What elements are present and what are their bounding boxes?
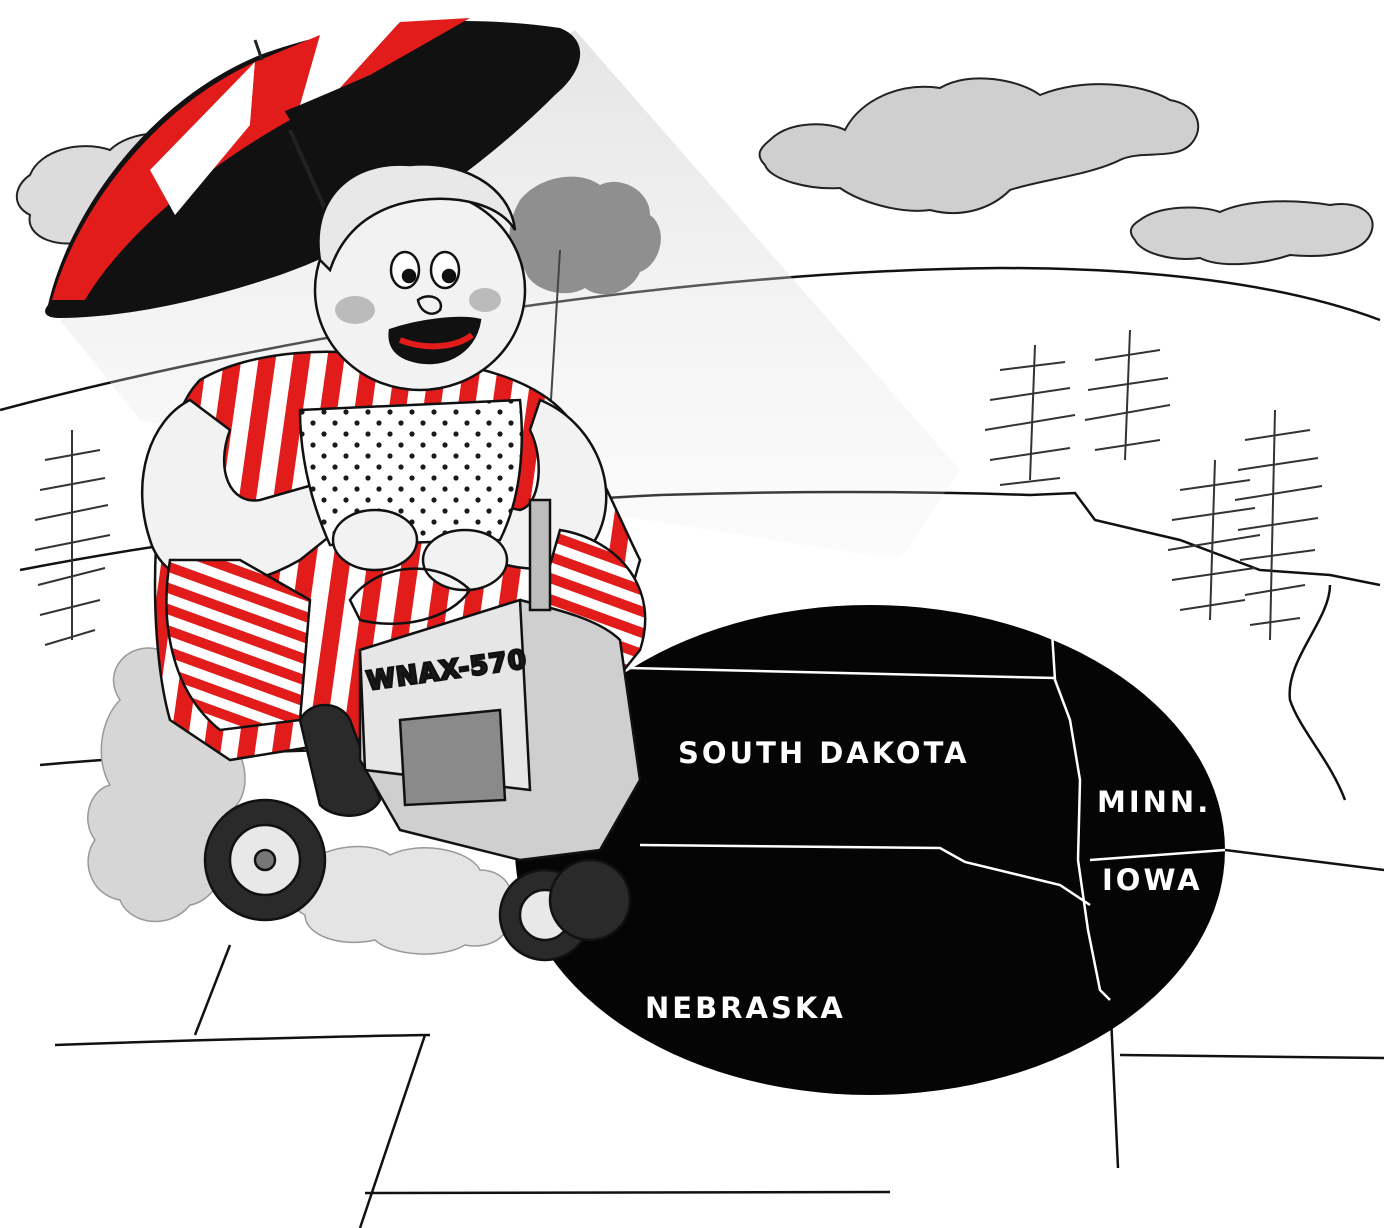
pine-tree-icon (1234, 409, 1323, 641)
left-leg (165, 558, 312, 732)
umbrella (45, 18, 581, 319)
mouth (388, 316, 482, 365)
steering-wheel (348, 567, 472, 625)
tractor: WNAX-570 (203, 498, 642, 962)
pine-trees (34, 329, 1323, 646)
state-label-iowa: IOWA (1102, 863, 1203, 897)
cloud-far-right (1129, 200, 1374, 266)
right-hand (421, 528, 509, 592)
state-labels: NORTH DAKOTA SOUTH DAKOTA MINN. IOWA NEB… (645, 575, 1211, 1025)
tractor-grille (398, 708, 507, 807)
state-label-nebraska: NEBRASKA (645, 991, 846, 1025)
broadcast-region (515, 499, 1226, 1095)
state-label-south-dakota: SOUTH DAKOTA (678, 736, 970, 770)
nose (416, 295, 443, 315)
hair (317, 163, 517, 273)
boot (298, 703, 382, 817)
exhaust-stack (528, 498, 552, 612)
pine-tree-icon (984, 344, 1076, 486)
state-label-minnesota: MINN. (1097, 785, 1211, 819)
pine-tree-icon (34, 430, 111, 646)
exhaust-smoke (509, 176, 661, 295)
cloud-top-right (758, 77, 1200, 214)
pine-tree-icon (1084, 329, 1171, 461)
umbrella-canopy (45, 20, 581, 319)
dust-cloud-front (288, 845, 513, 955)
pine-tree-icon (1167, 459, 1261, 621)
state-label-north-dakota: NORTH DAKOTA (676, 575, 968, 609)
farm-woman-character (140, 147, 647, 817)
apron (298, 398, 524, 547)
umbrella-pole (288, 129, 332, 221)
tractor-front-wheel-right (548, 858, 632, 942)
left-hand (331, 508, 419, 572)
